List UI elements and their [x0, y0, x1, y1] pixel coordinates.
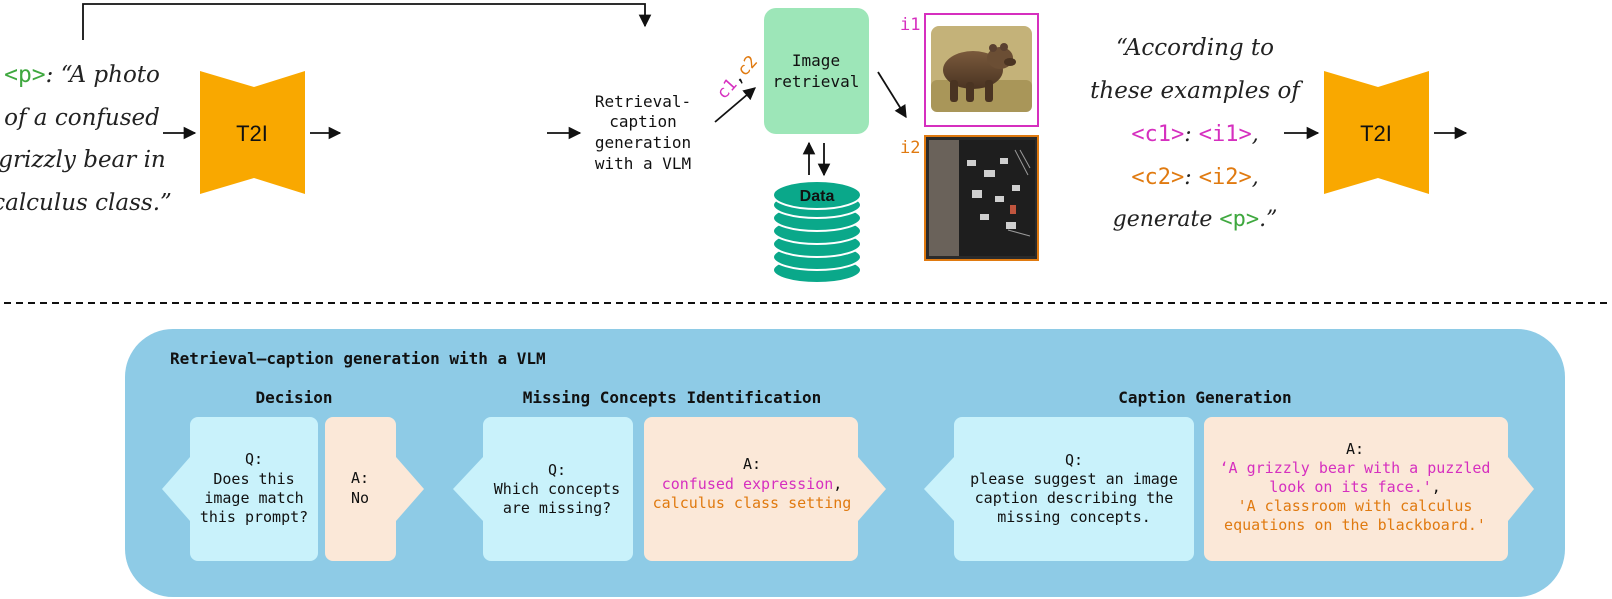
retrieved-image-bear [924, 13, 1039, 127]
svg-text:Does this: Does this [213, 470, 294, 488]
augmented-line-4: <c2>: <i2>, [1131, 165, 1258, 190]
decision-answer-bubble: A: No [325, 417, 424, 561]
augmented-line-1: “According to [1116, 35, 1274, 61]
svg-text:Q:: Q: [548, 461, 566, 479]
augmented-line-2: these examples of [1090, 78, 1303, 104]
caption-answer-bubble: A: ‘A grizzly bear with a puzzled look o… [1204, 417, 1534, 561]
svg-text:A:: A: [351, 469, 369, 487]
svg-text:look on its face.',: look on its face.', [1269, 478, 1441, 496]
image-retrieval-box: Image retrieval [764, 8, 869, 134]
database-label: Data [800, 188, 835, 205]
decision-question-bubble: Q: Does this image match this prompt? [162, 417, 318, 561]
svg-text:confused expression,: confused expression, [662, 475, 843, 493]
svg-text:Which concepts: Which concepts [494, 480, 620, 498]
prompt-token: <p> [4, 62, 46, 88]
svg-text:'A classroom with calculus: 'A classroom with calculus [1238, 497, 1473, 515]
svg-text:retrieval: retrieval [773, 72, 860, 91]
svg-text:Image: Image [792, 51, 840, 70]
augmented-line-3: <c1>: <i1>, [1131, 122, 1258, 147]
retrieved-image-blackboard [924, 135, 1039, 261]
arrow-to-retrieved-images [877, 71, 907, 119]
svg-text:please suggest an image: please suggest an image [970, 470, 1178, 488]
svg-text:generation: generation [595, 133, 691, 152]
svg-text:<p>: “A photo: <p>: “A photo [4, 62, 160, 88]
svg-text:Q:: Q: [245, 450, 263, 468]
image-label-i1: i1 [900, 15, 920, 35]
svg-text:this prompt?: this prompt? [200, 508, 308, 526]
svg-text:caption: caption [609, 112, 676, 131]
svg-text:A:: A: [743, 455, 761, 473]
augmented-prompt: “According to these examples of <c1>: <i… [1090, 35, 1303, 232]
svg-text:equations on the blackboard.': equations on the blackboard.' [1224, 516, 1486, 534]
caption-question-bubble: Q: please suggest an image caption descr… [924, 417, 1194, 561]
t2i-model-right: T2I [1324, 71, 1429, 194]
svg-text:No: No [351, 489, 369, 507]
retrieval-caption-step: Retrieval- caption generation with a VLM [595, 92, 691, 173]
missing-heading: Missing Concepts Identification [523, 388, 822, 407]
svg-text:caption describing the: caption describing the [975, 489, 1174, 507]
svg-text:calculus class setting: calculus class setting [653, 494, 852, 512]
svg-text:‘A grizzly bear with a puzzled: ‘A grizzly bear with a puzzled [1220, 459, 1491, 477]
svg-text:Retrieval-: Retrieval- [595, 92, 691, 111]
arrow-to-image-retrieval [714, 87, 756, 123]
t2i-right-label: T2I [1360, 121, 1392, 146]
prompt-line-2: of a confused [4, 105, 160, 131]
svg-text:image match: image match [204, 489, 303, 507]
missing-question-bubble: Q: Which concepts are missing? [453, 417, 633, 561]
caption-heading: Caption Generation [1118, 388, 1291, 407]
concepts-label: c1,c2 [713, 52, 762, 103]
svg-text:with a VLM: with a VLM [595, 154, 691, 173]
svg-text:A:: A: [1346, 440, 1364, 458]
svg-text:Q:: Q: [1065, 451, 1083, 469]
decision-heading: Decision [255, 388, 332, 407]
prompt-line-3: grizzly bear in [0, 147, 166, 173]
input-prompt: <p>: “A photo of a confused grizzly bear… [0, 62, 172, 216]
svg-text:are missing?: are missing? [503, 499, 611, 517]
image-label-i2: i2 [900, 138, 920, 158]
prompt-line-4: calculus class.” [0, 190, 172, 216]
augmented-line-5: generate <p>.” [1113, 207, 1278, 232]
skip-arrow [82, 3, 652, 40]
database-icon: Data [772, 180, 862, 284]
missing-answer-bubble: A: confused expression, calculus class s… [644, 417, 886, 561]
svg-text:missing concepts.: missing concepts. [997, 508, 1151, 526]
panel-title: Retrieval–caption generation with a VLM [170, 349, 546, 368]
t2i-model-left: T2I [200, 71, 305, 194]
t2i-left-label: T2I [236, 121, 268, 146]
